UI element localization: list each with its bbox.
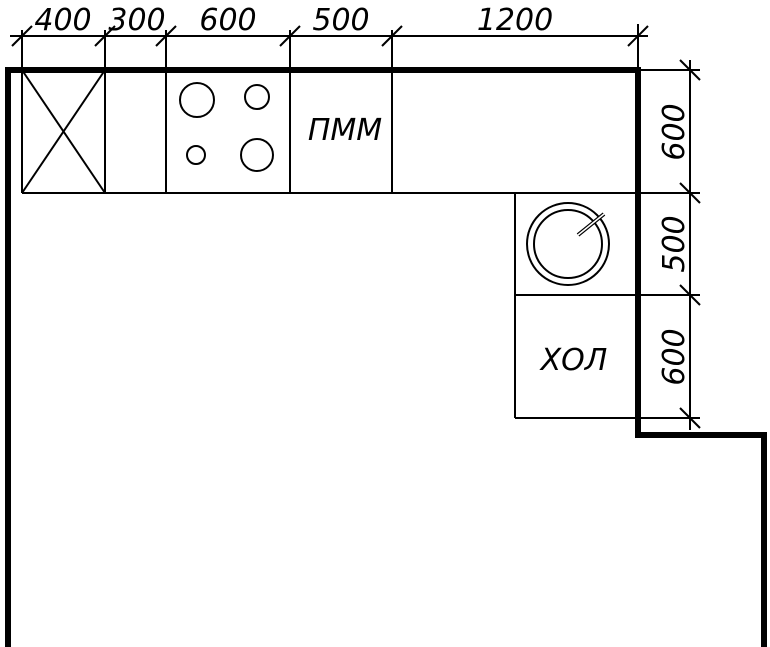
dishwasher-label: ПММ (308, 113, 382, 148)
sink-icon (526, 202, 610, 286)
dimension-label-side-500: 500 (657, 215, 692, 272)
wall-outline (5, 67, 767, 647)
right-dimension-chain (638, 59, 701, 430)
dimension-label-side-600-bottom: 600 (657, 328, 692, 385)
dimension-label-400: 400 (34, 3, 91, 38)
top-dimension-chain (10, 24, 649, 70)
top-cabinet-run (21, 70, 638, 194)
dimension-label-500: 500 (312, 3, 369, 38)
cooktop-burners-icon (179, 82, 274, 172)
dimension-label-side-600-top: 600 (657, 103, 692, 160)
dimension-label-600: 600 (199, 3, 256, 38)
room-walls (5, 67, 767, 647)
fridge-label: ХОЛ (539, 343, 608, 378)
crossed-cabinet-icon (21, 69, 106, 194)
dimension-label-1200: 1200 (477, 3, 553, 38)
dimension-label-300: 300 (108, 3, 165, 38)
right-cabinet-run (514, 193, 638, 419)
